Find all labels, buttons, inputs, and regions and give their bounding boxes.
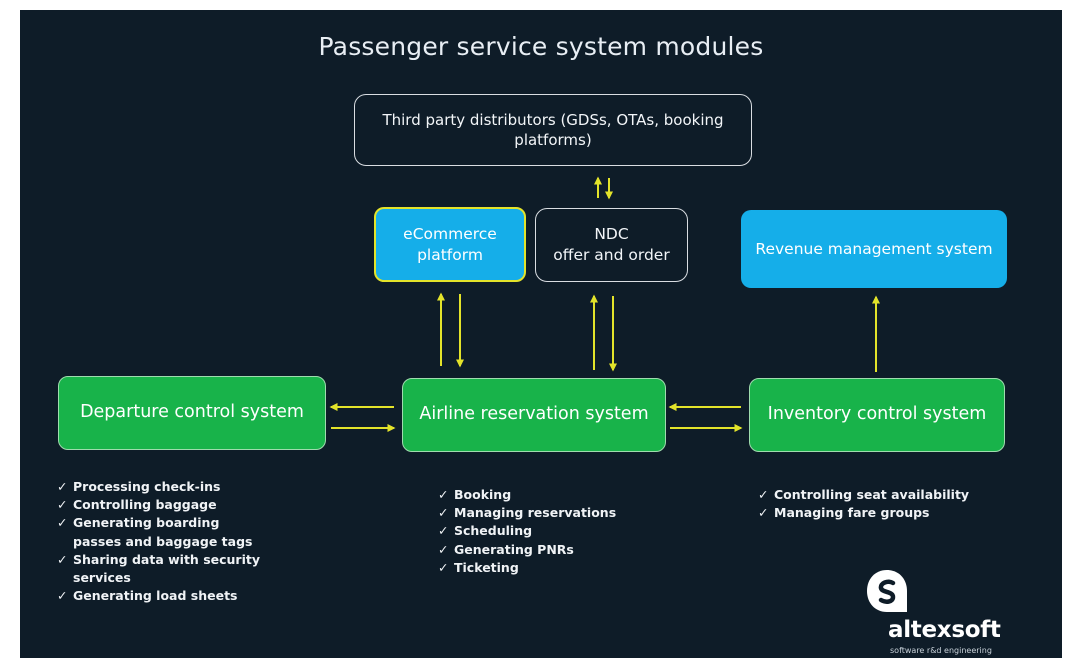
ecommerce-platform-label: eCommerce platform (403, 224, 497, 264)
connector-arrows (329, 176, 880, 432)
check-icon: ✓ (758, 487, 769, 502)
revenue-management-box: Revenue management system (741, 210, 1007, 288)
check-icon: ✓ (57, 515, 68, 531)
list-item: ✓Managing fare groups (758, 504, 1008, 522)
altexsoft-logo-name: altexsoft (888, 617, 1001, 643)
check-icon: ✓ (438, 541, 449, 557)
inventory-functions-list: ✓Controlling seat availability ✓Managing… (758, 486, 1008, 522)
third-party-distributors-label: Third party distributors (GDSs, OTAs, bo… (382, 110, 724, 149)
list-item: ✓Booking (438, 486, 658, 504)
reservation-functions-list: ✓Booking ✓Managing reservations ✓Schedul… (438, 486, 658, 577)
list-item: ✓Controlling seat availability (758, 486, 1008, 504)
check-icon: ✓ (57, 479, 68, 494)
list-item: ✓Managing reservations (438, 504, 658, 522)
check-icon: ✓ (758, 505, 769, 521)
check-icon: ✓ (438, 487, 449, 502)
departure-functions-list: ✓Processing check-ins ✓Controlling bagga… (57, 478, 267, 605)
check-icon: ✓ (438, 505, 449, 521)
ndc-box: NDC offer and order (535, 208, 688, 282)
ndc-sublabel: offer and order (553, 246, 670, 264)
check-icon: ✓ (57, 497, 68, 513)
ecommerce-platform-box: eCommerce platform (374, 207, 526, 282)
diagram-canvas: Passenger service system modules Third p… (20, 10, 1062, 658)
list-item: ✓Sharing data with security services (57, 551, 260, 586)
airline-reservation-box: Airline reservation system (402, 378, 666, 452)
departure-control-box: Departure control system (58, 376, 326, 450)
altexsoft-logo-icon (867, 570, 907, 612)
list-item: ✓Generating load sheets (57, 587, 267, 605)
check-icon: ✓ (438, 523, 449, 539)
departure-control-label: Departure control system (80, 402, 304, 423)
inventory-control-box: Inventory control system (749, 378, 1005, 452)
list-item: ✓Ticketing (438, 559, 658, 577)
airline-reservation-label: Airline reservation system (419, 404, 649, 425)
list-item: ✓Processing check-ins (57, 478, 267, 496)
list-item: ✓Controlling baggage (57, 496, 267, 514)
list-item: ✓Generating boarding passes and baggage … (57, 515, 253, 549)
inventory-control-label: Inventory control system (767, 404, 987, 425)
ndc-label: NDC (594, 225, 629, 244)
altexsoft-logo-tagline: software r&d engineering (890, 646, 992, 655)
list-item: ✓Scheduling (438, 522, 658, 540)
check-icon: ✓ (438, 559, 449, 575)
revenue-management-label: Revenue management system (755, 239, 993, 258)
check-icon: ✓ (57, 588, 68, 604)
list-item: ✓Generating PNRs (438, 541, 658, 559)
third-party-distributors-box: Third party distributors (GDSs, OTAs, bo… (354, 94, 752, 166)
check-icon: ✓ (57, 551, 68, 567)
diagram-title: Passenger service system modules (318, 32, 764, 61)
